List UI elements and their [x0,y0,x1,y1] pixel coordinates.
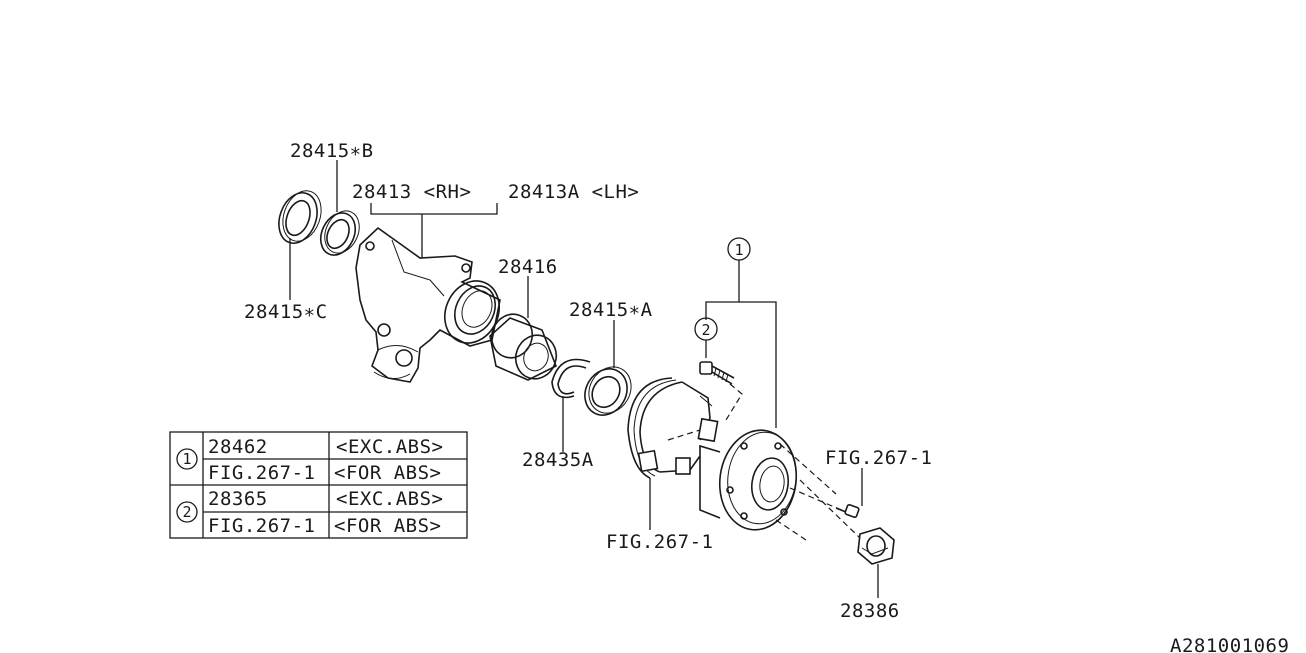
ref-circle-2: 2 [694,317,718,341]
diagram-id: A281001069 [1170,635,1289,653]
callout-28413a-lh: 28413A <LH> [508,181,639,203]
table-ref-1-label: 1 [182,450,191,468]
oil-seal-b[interactable] [314,205,366,260]
callout-28415c: 28415∗C [244,301,328,323]
oil-seal-a[interactable] [577,359,640,423]
callout-fig-267-1-upper: FIG.267-1 [825,447,932,469]
reference-table: 1 2 28462 <EXC.ABS> FIG.267-1 <FOR ABS> … [169,431,468,539]
snap-ring[interactable] [551,358,591,399]
table-row-4-part: FIG.267-1 [208,515,315,537]
leader-lines [289,160,879,598]
ref-circle-1: 1 [727,237,751,261]
oil-seal-c[interactable] [272,185,328,248]
table-ref-2: 2 [176,501,198,523]
ref-circle-1-label: 1 [734,241,743,259]
abs-sensor-ring[interactable] [627,377,719,479]
assembly-lines [667,383,861,541]
sensor-bolt[interactable] [835,504,860,518]
callout-28415b: 28415∗B [290,140,374,162]
table-row-3-note: <EXC.ABS> [336,488,443,510]
ref-circle-2-label: 2 [701,321,710,339]
callout-28415a: 28415∗A [569,299,653,321]
table-row-2-part: FIG.267-1 [208,462,315,484]
wheel-hub[interactable] [699,425,803,535]
callout-28416: 28416 [498,256,558,278]
table-row-3-part: 28365 [208,488,268,510]
wheel-bearing[interactable] [486,308,563,384]
rear-axle-housing[interactable] [355,226,509,383]
table-row-1-part: 28462 [208,436,268,458]
callout-fig-267-1-lower: FIG.267-1 [606,531,713,553]
hub-bolt[interactable] [699,361,735,385]
table-row-4-note: <FOR ABS> [334,515,441,537]
axle-nut[interactable] [857,527,895,565]
table-row-1-note: <EXC.ABS> [336,436,443,458]
callout-28386: 28386 [840,600,900,622]
table-ref-1: 1 [176,448,198,470]
callout-28435a: 28435A [522,449,594,471]
table-row-2-note: <FOR ABS> [334,462,441,484]
table-ref-2-label: 2 [182,503,191,521]
callout-28413-rh: 28413 <RH> [352,181,471,203]
